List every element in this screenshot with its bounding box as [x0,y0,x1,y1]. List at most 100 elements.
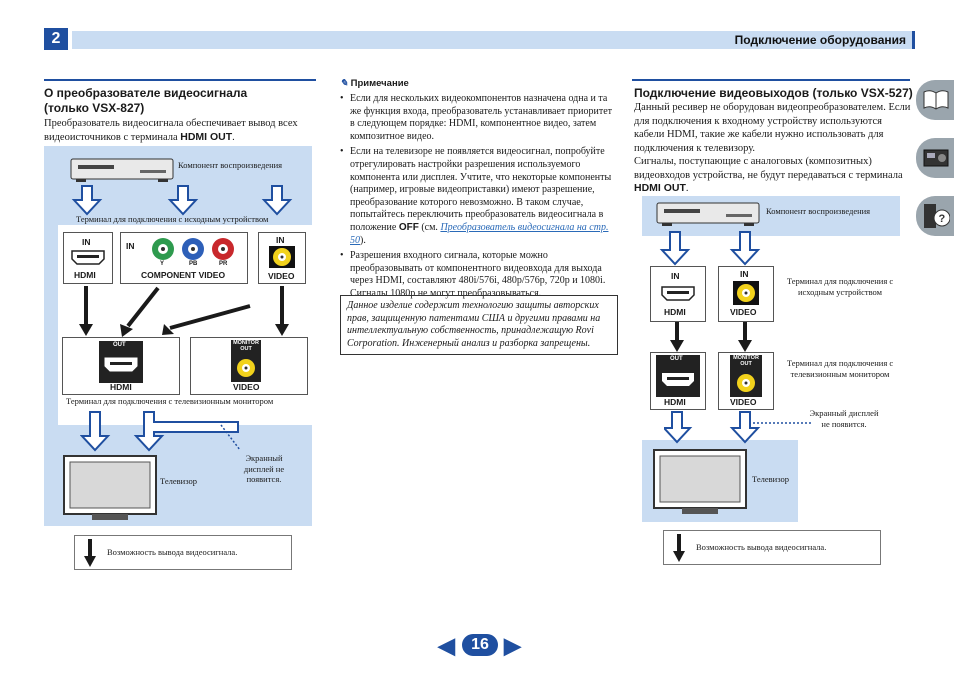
outputs-body: Данный ресивер не оборудован видеопреобр… [634,101,914,196]
note-heading: ✎ Примечание [340,78,409,89]
signal-arrows-in [659,231,761,266]
hdmi-in-terminal: IN HDMI [63,232,113,284]
note-pencil-icon: ✎ [340,78,348,89]
note-heading-text: Примечание [350,78,409,89]
out-label: OUT [113,342,126,348]
section-rule [632,79,910,81]
book-icon [923,90,949,110]
converter-intro: Преобразователь видеосигнала обеспечивае… [44,117,319,144]
hdmi-label: HDMI [74,270,96,280]
page-number: 16 [462,634,498,656]
composite-jack-icon [733,281,759,305]
hdmi-label: HDMI [110,382,132,392]
component-in-terminal: IN Y PB PR COMPONENT VIDEO [120,232,248,284]
next-page-button[interactable]: ▶ [504,633,521,658]
converter-page-link[interactable]: Преобразователь видеосигнала на стр. 50 [350,221,609,246]
help-icon: ? [924,204,950,228]
signal-arrows-in [71,185,293,216]
side-tab-receiver[interactable] [916,138,954,178]
svg-text:?: ? [939,213,946,225]
tv-icon [63,455,157,520]
title-line: (только VSX-827) [44,101,145,115]
tv-label: Телевизор [160,476,198,486]
legend-box: Возможность вывода видеосигнала. [663,530,881,565]
receiver-icon [923,149,949,167]
hdmi-out-term: HDMI OUT [180,130,233,143]
hdmi-in-terminal: IN HDMI [650,266,706,322]
screen-note: Экранный дисплей не появится. [243,453,285,484]
hdmi-label: HDMI [664,397,686,407]
hdmi-out-terminal: OUT HDMI [62,337,180,395]
legend-box: Возможность вывода видеосигнала. [74,535,292,570]
note-item: Если для нескольких видеокомпонентов наз… [338,93,616,143]
screen-note: Экранный дисплей не появится. [809,408,879,429]
pb-label: PB [189,261,198,267]
side-tab-troubleshooting[interactable]: ? [916,196,954,236]
side-tab-contents[interactable] [916,80,954,120]
video-in-terminal: IN VIDEO [258,232,306,284]
internal-signal-arrows [670,322,752,352]
internal-signal-arrows [79,286,289,337]
component-video-label: COMPONENT VIDEO [141,270,226,280]
text-line: Данный ресивер не оборудован видеопреобр… [634,102,911,113]
punct: . [685,183,689,194]
dotted-leader [220,424,241,451]
y-label: Y [160,261,165,267]
note-text: ). [360,234,366,246]
hdmi-label: HDMI [664,307,686,317]
dotted-leader [753,422,812,424]
hdmi-port-icon [104,357,138,372]
tv-terminal-label: Терминал для подключения с телевизионным… [66,396,274,406]
player-device-icon [656,200,760,226]
punct: . [232,131,235,143]
in-label: IN [126,241,135,251]
legend-arrow-icon [673,534,685,562]
pr-label: PR [219,261,228,267]
note-text: Если на телевизоре не появляется видеоси… [350,146,612,233]
video-label: VIDEO [730,397,757,407]
video-label: VIDEO [730,307,757,317]
video-monitor-out-terminal: MONITOR OUT VIDEO [718,352,774,410]
tv-signal-arrows [664,411,761,444]
monitor-out-label: MONITOR OUT [733,355,759,367]
video-label: VIDEO [233,382,260,392]
text-line: подключения к телевизору. [634,142,756,154]
section-rule [44,79,316,81]
player-device-icon [70,156,174,182]
in-label: IN [82,237,91,247]
off-term: OFF [398,221,419,233]
hdmi-port-icon [662,373,694,386]
legend-text: Возможность вывода видеосигнала. [696,542,827,552]
text-line: Сигналы, поступающие с аналоговых (компо… [634,156,872,167]
page-section-title: Подключение оборудования [734,33,906,47]
video-monitor-out-terminal: MONITOR OUT VIDEO [190,337,308,395]
prev-page-button[interactable]: ◀ [438,633,455,658]
legend-arrow-icon [84,539,96,567]
hdmi-port-icon [661,286,695,301]
composite-jack-icon [269,246,295,268]
legend-text: Возможность вывода видеосигнала. [107,547,238,557]
source-label: Компонент воспроизведения [178,160,283,170]
input-terminal-label: Терминал для подключения с исходным устр… [76,214,269,224]
text-line: для подключения к входному устройству ис… [634,115,882,127]
video-label: VIDEO [268,271,295,281]
hdmi-out-term: HDMI OUT [634,182,686,194]
video-in-terminal: IN VIDEO [718,266,774,322]
hdmi-out-terminal: OUT HDMI [650,352,706,410]
in-label: IN [276,235,285,245]
copyright-notice: Данное изделие содержит технологию защит… [340,295,618,356]
input-terminal-label: Терминал для подключения с исходным устр… [786,276,894,297]
title-line: О преобразователе видеосигнала [44,86,248,100]
note-item: Разрешения входного сигнала, которые мож… [338,250,616,300]
section-title-converter: О преобразователе видеосигнала (только V… [44,86,247,116]
hdmi-port-icon [71,250,105,265]
tv-label: Телевизор [752,474,790,484]
section-title-outputs: Подключение видеовыходов (только VSX-527… [634,86,913,100]
out-label: OUT [670,356,683,362]
text-line: Преобразователь видеосигнала обеспечивае… [44,118,298,129]
header-bar [72,31,915,49]
note-item: Если на телевизоре не появляется видеоси… [338,146,616,247]
composite-jack-icon [237,359,255,377]
in-label: IN [740,269,749,279]
component-jacks-icon [152,238,234,260]
